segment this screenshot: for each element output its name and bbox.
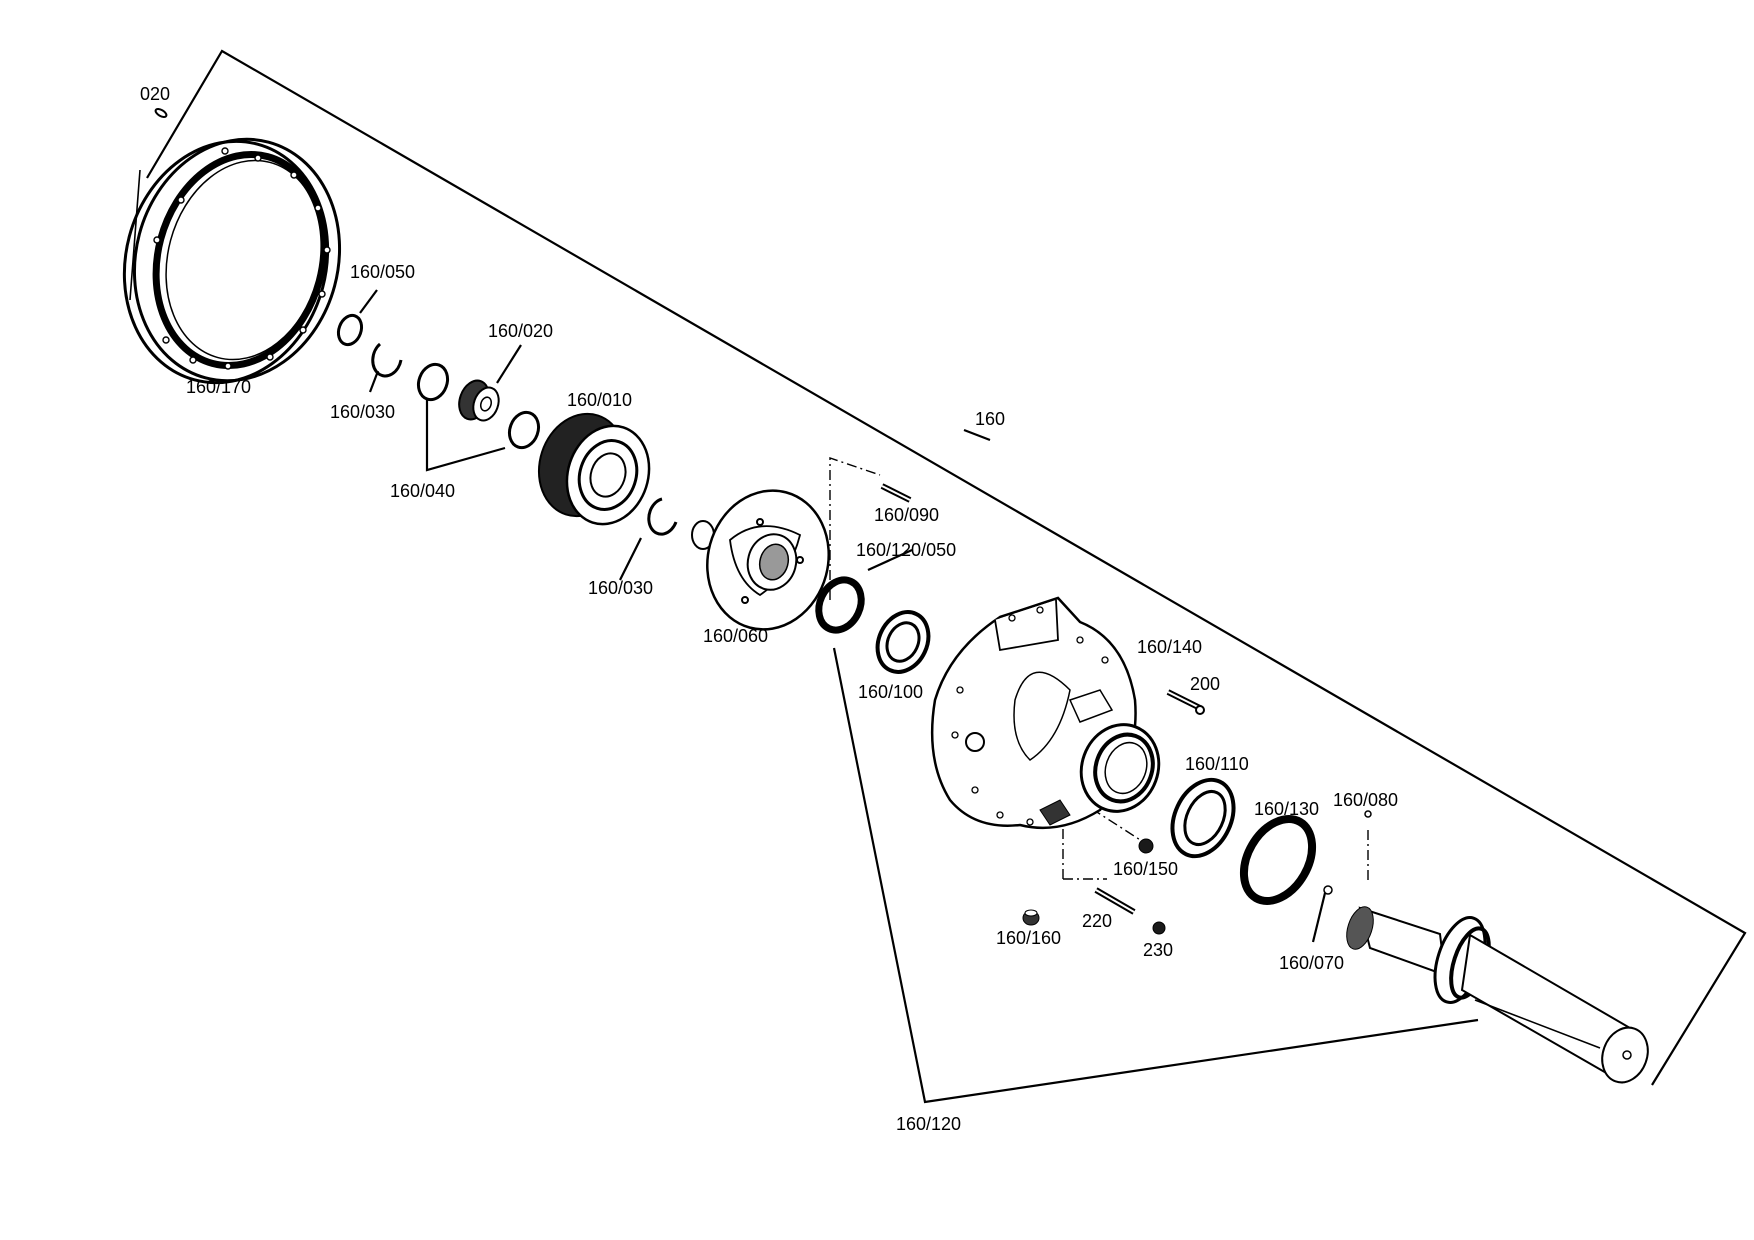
label-160-030-a: 160/030 <box>330 402 395 422</box>
label-160-130: 160/130 <box>1254 799 1319 819</box>
part-160-080-ball <box>1364 810 1372 818</box>
label-160-100: 160/100 <box>858 682 923 702</box>
part-160-040-ring-b <box>507 410 541 450</box>
part-160-070-ball <box>1323 885 1333 895</box>
part-160-140-housing <box>930 596 1161 830</box>
label-160-120-050: 160/120/050 <box>856 540 956 560</box>
part-220-stud <box>1094 887 1136 915</box>
part-160-170-ring-gear <box>122 137 342 385</box>
part-160-060-planet-carrier <box>691 489 830 631</box>
part-160-050-snap-ring <box>336 313 364 347</box>
part-160-090-pin <box>880 483 912 503</box>
part-160-160-plug <box>1022 909 1040 926</box>
output-shaft <box>1346 906 1649 1084</box>
label-160-020: 160/020 <box>488 321 553 341</box>
part-160-130-o-ring <box>1239 815 1317 905</box>
part-020-pin <box>154 108 168 118</box>
part-160-110-seal <box>1170 777 1236 859</box>
label-160-170: 160/170 <box>186 377 251 397</box>
part-labels: 020 160/050 160/170 160/020 160/030 160/… <box>140 84 1398 1134</box>
part-160-010-planet-gear <box>537 412 651 526</box>
part-200-bolt <box>1166 689 1205 715</box>
part-160-030-circlip-b <box>647 497 678 536</box>
part-160-040-ring-a <box>416 362 450 402</box>
label-160-160: 160/160 <box>996 928 1061 948</box>
part-230-nut <box>1152 921 1166 935</box>
assembly-bracket-160-120 <box>832 647 1479 1104</box>
label-220: 220 <box>1082 911 1112 931</box>
label-160-050: 160/050 <box>350 262 415 282</box>
label-160-120: 160/120 <box>896 1114 961 1134</box>
label-160-070: 160/070 <box>1279 953 1344 973</box>
leader-lines <box>359 289 1327 943</box>
label-020: 020 <box>140 84 170 104</box>
part-160-120-050-seal-ring <box>815 576 865 634</box>
label-230: 230 <box>1143 940 1173 960</box>
assembly-bracket-160 <box>146 49 1747 1086</box>
label-160-080: 160/080 <box>1333 790 1398 810</box>
part-160-030-circlip-a <box>371 342 403 378</box>
label-160-110: 160/110 <box>1185 754 1249 774</box>
label-160-150: 160/150 <box>1113 859 1178 879</box>
label-160-010: 160/010 <box>567 390 632 410</box>
label-160-090: 160/090 <box>874 505 939 525</box>
part-160-150-plug <box>1138 838 1154 854</box>
label-200: 200 <box>1190 674 1220 694</box>
label-160-060: 160/060 <box>703 626 768 646</box>
part-160-100-bearing <box>875 610 931 674</box>
label-160-030-b: 160/030 <box>588 578 653 598</box>
label-160-140: 160/140 <box>1137 637 1202 657</box>
label-160: 160 <box>975 409 1005 429</box>
label-160-040: 160/040 <box>390 481 455 501</box>
part-160-020-sun-gear <box>458 379 500 422</box>
